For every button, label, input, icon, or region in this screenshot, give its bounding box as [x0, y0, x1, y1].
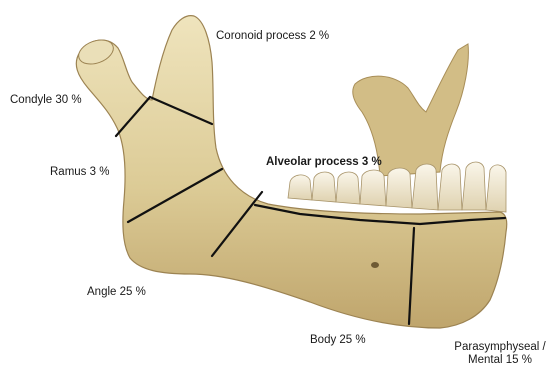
alveolar-process-label: Alveolar process 3 %	[266, 156, 382, 169]
coronoid-process-label: Coronoid process 2 %	[216, 30, 329, 43]
body-label: Body 25 %	[310, 334, 366, 347]
tooth	[288, 175, 312, 200]
ramus-label: Ramus 3 %	[50, 166, 109, 179]
tooth	[438, 164, 462, 210]
tooth	[336, 172, 360, 204]
tooth	[386, 168, 412, 208]
mental-foramen	[371, 262, 379, 268]
parasymphyseal-label: Parasymphyseal / Mental 15 %	[445, 341, 555, 367]
teeth	[288, 162, 506, 212]
tooth	[312, 172, 336, 202]
angle-label: Angle 25 %	[87, 286, 146, 299]
tooth	[412, 164, 438, 210]
tooth	[486, 165, 506, 212]
condyle-label: Condyle 30 %	[10, 94, 82, 107]
tooth	[462, 162, 486, 210]
parasymphyseal-label-line2: Mental 15 %	[445, 354, 555, 367]
parasymphyseal-label-line1: Parasymphyseal /	[445, 341, 555, 354]
tooth	[360, 170, 386, 206]
